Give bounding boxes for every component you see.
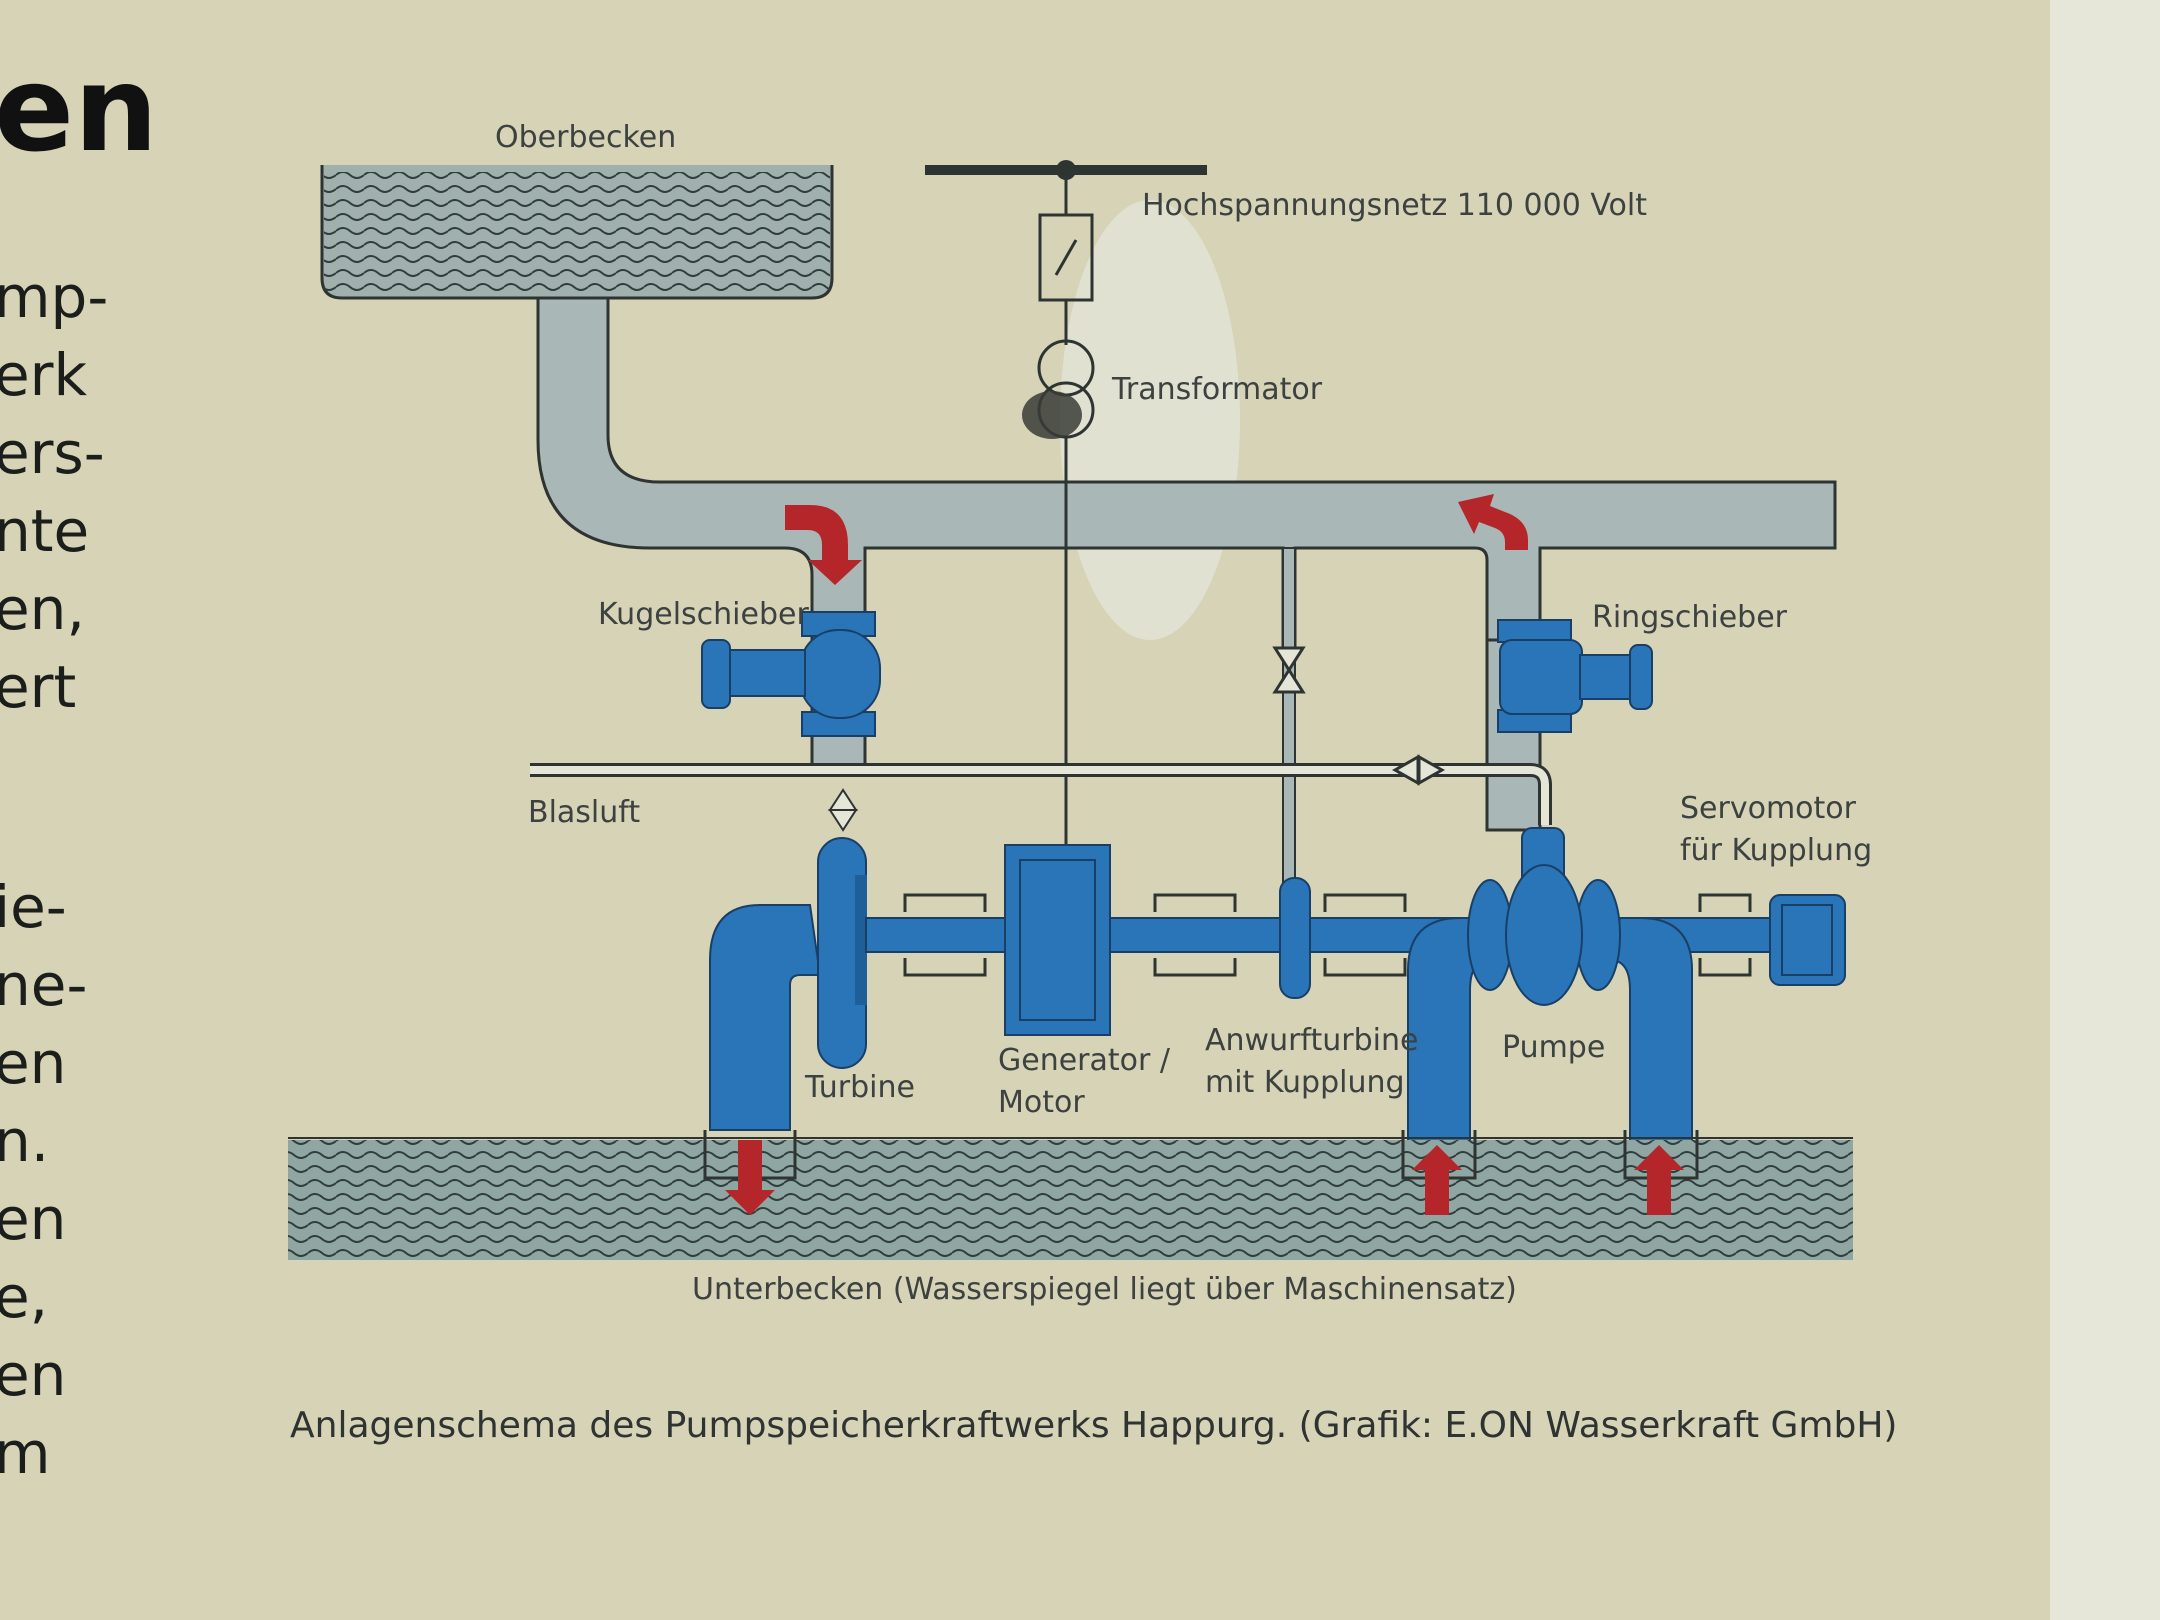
left-text-line: ers-	[0, 419, 105, 487]
label-anwurfturbine: Anwurfturbine mit Kupplung	[1205, 1020, 1418, 1104]
label-anwurfturbine-line2: mit Kupplung	[1205, 1065, 1405, 1100]
upper-reservoir	[320, 165, 834, 300]
left-text-line: en	[0, 1029, 67, 1097]
anwurfturbine-body	[1279, 877, 1311, 999]
high-voltage-line	[925, 160, 1207, 345]
blasluft-line	[530, 754, 1552, 832]
label-unterbecken: Unterbecken (Wasserspiegel liegt über Ma…	[692, 1272, 1517, 1307]
page-title-fragment: en	[0, 40, 159, 178]
left-text-line: n.	[0, 1107, 50, 1175]
left-text-column-bottom: ie-ne-en n. en e, en m	[0, 868, 87, 1492]
label-kugelschieber: Kugelschieber	[598, 597, 809, 632]
flow-arrow-pump-in-left	[1412, 1145, 1462, 1215]
flow-arrows	[725, 494, 1684, 1215]
label-transformator: Transformator	[1112, 372, 1323, 407]
label-oberbecken: Oberbecken	[495, 120, 677, 155]
label-blasluft: Blasluft	[528, 795, 641, 830]
turbine-outlet-pipe	[709, 904, 822, 1131]
label-hochspannungsnetz: Hochspannungsnetz 110 000 Volt	[1142, 188, 1647, 223]
glare-reflection	[1060, 200, 1240, 640]
flow-arrow-turbine-out	[725, 1140, 775, 1215]
label-generator-motor: Generator / Motor	[998, 1040, 1170, 1124]
label-servomotor-line1: Servomotor	[1680, 791, 1856, 826]
kugelschieber-valve	[701, 611, 881, 737]
left-text-line: en	[0, 1185, 67, 1253]
left-text-line: e,	[0, 1263, 49, 1331]
label-generator-line1: Generator /	[998, 1043, 1170, 1078]
label-pumpe: Pumpe	[1502, 1030, 1606, 1065]
label-generator-line2: Motor	[998, 1085, 1085, 1120]
left-text-line: ie-	[0, 873, 67, 941]
label-ringschieber: Ringschieber	[1592, 600, 1787, 635]
shaft-couplings	[903, 893, 1752, 977]
left-text-line: mp-	[0, 263, 109, 331]
fly-on-glass	[1022, 391, 1082, 439]
label-servomotor: Servomotor für Kupplung	[1680, 788, 1872, 872]
left-text-line: ert	[0, 653, 77, 721]
ringschieber-valve	[1497, 619, 1653, 733]
lower-reservoir	[288, 1130, 1853, 1260]
pump-assembly	[1407, 827, 1693, 1146]
servomotor	[1769, 894, 1846, 986]
generator-motor	[1004, 844, 1111, 1036]
branch-valve	[1272, 646, 1306, 694]
flow-arrow-down-penstock	[785, 505, 862, 585]
turbine-body	[817, 837, 867, 1069]
left-text-column-top: mp-erk ers-nte en, ert	[0, 258, 108, 726]
left-text-line: ne-	[0, 951, 88, 1019]
diagram-caption: Anlagenschema des Pumpspeicherkraftwerks…	[290, 1405, 1898, 1446]
flow-arrow-up-pump	[1458, 494, 1528, 550]
transformer-symbol	[1022, 339, 1095, 845]
frame-edge	[2050, 0, 2160, 1620]
left-text-line: en,	[0, 575, 85, 643]
left-text-line: nte	[0, 497, 90, 565]
label-turbine: Turbine	[805, 1070, 915, 1105]
left-text-line: en	[0, 1341, 67, 1409]
label-anwurfturbine-line1: Anwurfturbine	[1205, 1023, 1419, 1058]
left-text-line: erk	[0, 341, 88, 409]
label-servomotor-line2: für Kupplung	[1680, 833, 1873, 868]
left-text-line: m	[0, 1419, 51, 1487]
flow-arrow-pump-in-right	[1634, 1145, 1684, 1215]
